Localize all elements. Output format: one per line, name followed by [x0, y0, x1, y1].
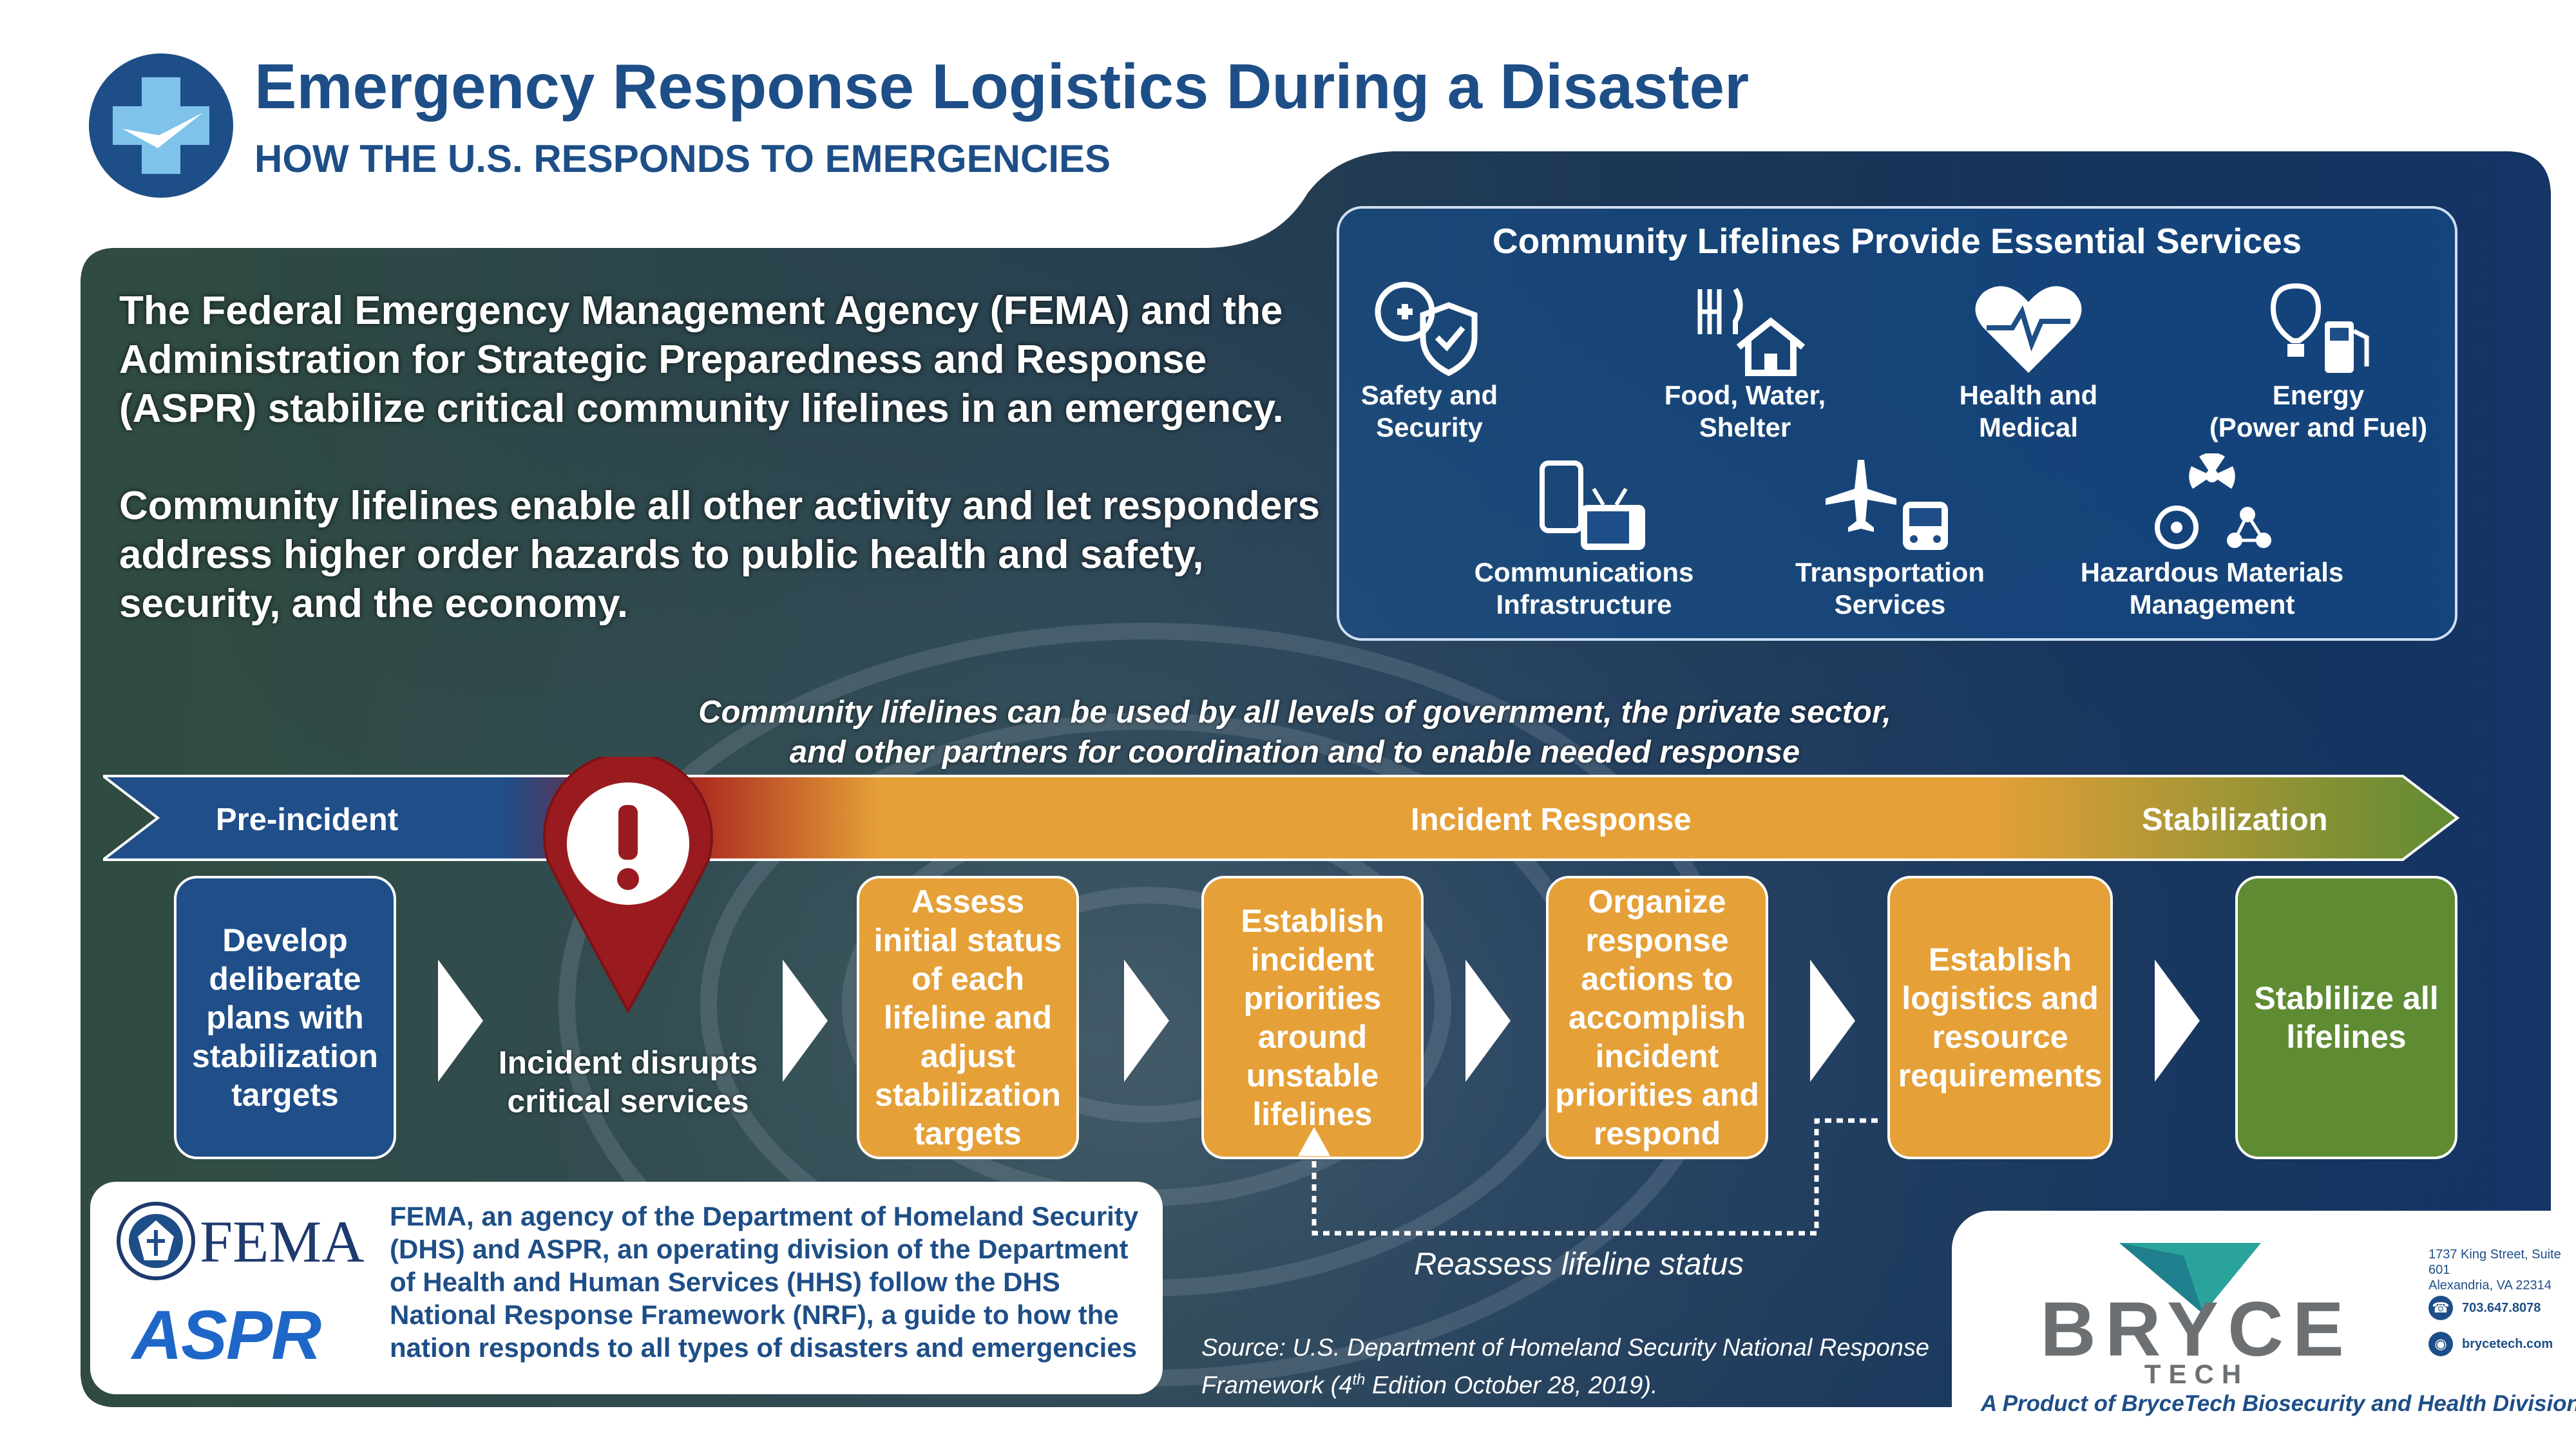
- lifelines-title: Community Lifelines Provide Essential Se…: [1492, 221, 2302, 261]
- heart-pulse-icon: [1975, 286, 2082, 373]
- brycetech-website[interactable]: ◉brycetech.com: [2428, 1332, 2553, 1356]
- phase-stabilization: Stabilization: [2142, 802, 2328, 837]
- dhs-seal-icon: [117, 1202, 195, 1280]
- step-establish-priorities: Establish incident priorities around uns…: [1201, 876, 1424, 1159]
- globe-icon: ◉: [2428, 1332, 2453, 1356]
- agencies-description: FEMA, an agency of the Department of Hom…: [390, 1201, 1139, 1363]
- phone-icon: ☎: [2428, 1296, 2453, 1320]
- source-citation: Source: U.S. Department of Homeland Secu…: [1201, 1334, 1929, 1399]
- brycetech-tagline: A Product of BryceTech Biosecurity and H…: [1981, 1391, 2576, 1416]
- communications-icon: [1540, 460, 1645, 550]
- step-develop-plans: Develop deliberate plans with stabilizat…: [174, 876, 396, 1159]
- chevron-right-icon: [438, 960, 483, 1082]
- phase-pre-incident: Pre-incident: [216, 802, 399, 837]
- brycetech-box: BRYCE TECH 1737 King Street, Suite 601 A…: [1952, 1211, 2576, 1410]
- lifeline-energy: Energy(Power and Fuel): [2190, 276, 2447, 444]
- chevron-right-icon: [2155, 960, 2200, 1082]
- aspr-wordmark: ASPR: [132, 1296, 321, 1374]
- safety-shield-icon: [1375, 281, 1478, 377]
- timeline-arrow: [103, 775, 2460, 861]
- fema-wordmark: FEMA: [200, 1209, 365, 1274]
- chevron-right-icon: [1465, 960, 1511, 1082]
- chevron-right-icon: [1124, 960, 1169, 1082]
- phase-incident-response: Incident Response: [1411, 802, 1692, 837]
- intro-paragraph-lifelines: Community lifelines enable all other act…: [119, 484, 1320, 626]
- food-shelter-icon: [1697, 287, 1806, 376]
- reassess-loop-arrow: [1298, 1118, 1878, 1236]
- community-lifelines-box: Community Lifelines Provide Essential Se…: [1337, 206, 2457, 641]
- brycetech-phone: ☎703.647.8078: [2428, 1296, 2541, 1320]
- svg-text:BRYCE: BRYCE: [2040, 1286, 2353, 1372]
- transportation-icon: [1826, 460, 1948, 550]
- chevron-right-icon: [783, 960, 828, 1082]
- incident-alert-pin-icon: [543, 757, 713, 1014]
- step-organize-actions: Organize response actions to accomplish …: [1546, 876, 1768, 1159]
- svg-text:TECH: TECH: [2144, 1359, 2249, 1385]
- chevron-right-icon: [1810, 960, 1855, 1082]
- brycetech-logo-icon: BRYCE TECH: [2040, 1243, 2353, 1385]
- step-establish-logistics: Establish logistics and resource require…: [1887, 876, 2113, 1159]
- page-title: Emergency Response Logistics During a Di…: [254, 51, 1750, 122]
- step-incident-disrupts: Incident disrupts critical services: [498, 1045, 758, 1119]
- lifeline-food-water-shelter: Food, Water,Shelter: [1648, 276, 1842, 444]
- energy-icon: [2270, 283, 2369, 373]
- page-subtitle: HOW THE U.S. RESPONDS TO EMERGENCIES: [254, 137, 1111, 180]
- intro-paragraph-fema-aspr: The Federal Emergency Management Agency …: [119, 289, 1284, 431]
- coordination-note: Community lifelines can be used by all l…: [698, 695, 1891, 770]
- step-assess-status: Assess initial status of each lifeline a…: [857, 876, 1079, 1159]
- agencies-info-box: FEMA ASPR FEMA, an agency of the Departm…: [90, 1182, 1163, 1394]
- step-stabilize-lifelines: Stablilize all lifelines: [2235, 876, 2457, 1159]
- brycetech-address: 1737 King Street, Suite 601 Alexandria, …: [2428, 1247, 2561, 1293]
- reassess-label: Reassess lifeline status: [1414, 1247, 1744, 1282]
- hazmat-icon: [2155, 453, 2271, 549]
- medical-cross-logo-icon: [89, 53, 233, 198]
